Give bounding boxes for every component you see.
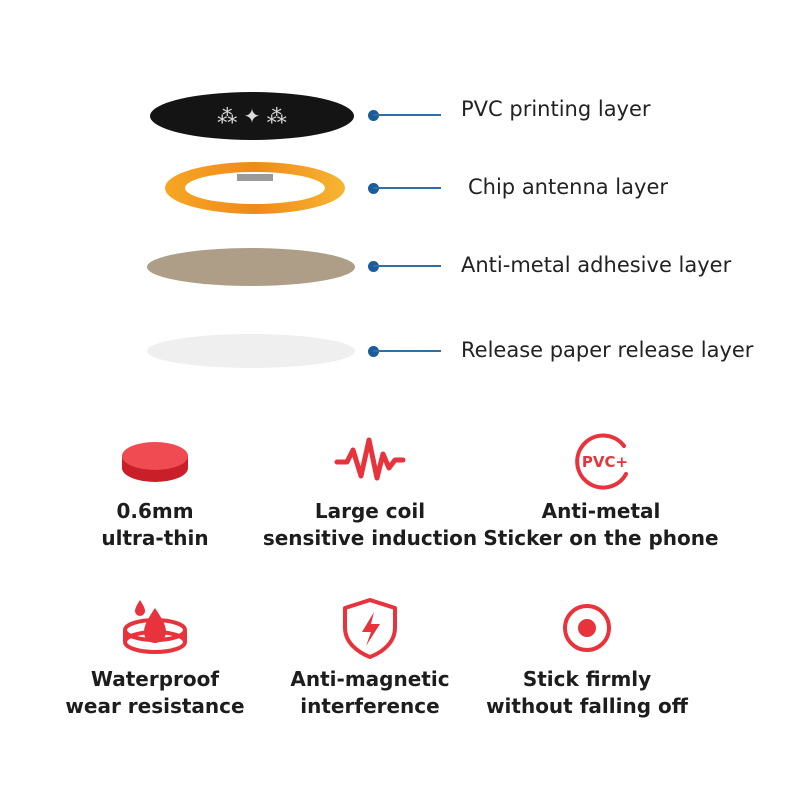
pvc-plus-text: PVC+	[582, 453, 628, 471]
layer-label-release-paper: Release paper release layer	[461, 338, 754, 362]
feature-title: Stick firmly	[522, 667, 652, 691]
connector-line	[373, 350, 441, 352]
connector-line	[373, 265, 441, 267]
feature-title: 0.6mm	[116, 499, 194, 523]
anti-metal-adhesive-layer-disc	[147, 248, 355, 286]
pvc-printing-layer-disc: ⁂ ✦ ⁂	[150, 92, 354, 140]
pvc-plus-icon: PVC+	[575, 433, 628, 490]
feature-large-coil: Large coil sensitive induction	[245, 428, 495, 552]
feature-anti-magnetic: Anti-magnetic interference	[245, 596, 495, 720]
connector-line	[373, 187, 441, 189]
feature-anti-metal: PVC+ Anti-metal Sticker on the phone	[476, 428, 726, 552]
target-icon	[563, 604, 611, 652]
feature-subtitle: without falling off	[486, 694, 688, 718]
waveform-icon	[334, 437, 406, 481]
feature-subtitle: sensitive induction	[262, 526, 478, 550]
chip-antenna-layer-disc	[165, 162, 345, 214]
thin-disc-icon	[122, 442, 188, 482]
release-paper-layer-disc	[147, 334, 355, 368]
layer-label-pvc: PVC printing layer	[461, 97, 651, 121]
connector-line	[373, 114, 441, 116]
shield-lightning-icon	[343, 598, 397, 659]
feature-subtitle: wear resistance	[65, 694, 245, 718]
feature-title: Large coil	[314, 499, 426, 523]
feature-ultra-thin: 0.6mm ultra-thin	[30, 428, 280, 552]
feature-waterproof: Waterproof wear resistance	[30, 596, 280, 720]
feature-stick-firmly: Stick firmly without falling off	[462, 596, 712, 720]
layer-label-chip-antenna: Chip antenna layer	[468, 175, 668, 199]
feature-title: Waterproof	[90, 667, 220, 691]
feature-title: Anti-magnetic	[290, 667, 450, 691]
feature-subtitle: Sticker on the phone	[483, 526, 719, 550]
feature-subtitle: interference	[300, 694, 440, 718]
layer-label-adhesive: Anti-metal adhesive layer	[461, 253, 732, 277]
waterproof-icon	[123, 600, 187, 654]
feature-subtitle: ultra-thin	[101, 526, 209, 550]
svg-text:⁂ ✦ ⁂: ⁂ ✦ ⁂	[217, 104, 286, 128]
feature-title: Anti-metal	[541, 499, 661, 523]
